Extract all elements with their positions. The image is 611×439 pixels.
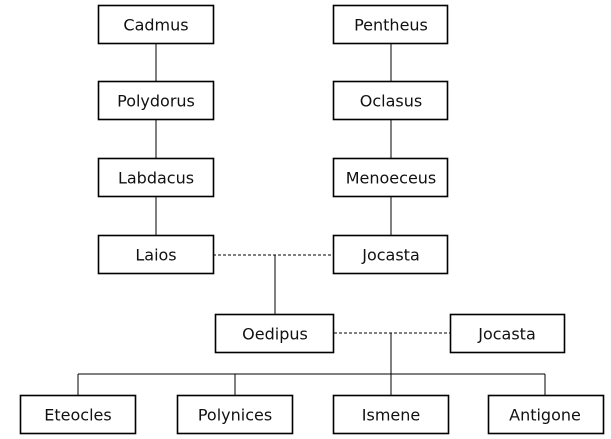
person-node-cadmus: Cadmus — [97, 4, 215, 45]
person-node-jocasta-spouse: Jocasta — [449, 313, 566, 354]
person-node-labdacus: Labdacus — [97, 157, 215, 198]
person-name: Laios — [135, 246, 176, 265]
person-name: Polydorus — [117, 92, 195, 111]
connector-lines — [77, 43, 546, 395]
person-name: Labdacus — [118, 169, 194, 188]
person-name: Antigone — [509, 406, 581, 425]
person-name: Polynices — [198, 406, 272, 425]
person-name: Ismene — [362, 406, 420, 425]
person-node-oclasus: Oclasus — [332, 80, 449, 121]
person-name: Cadmus — [123, 16, 188, 35]
person-node-antigone: Antigone — [487, 394, 605, 435]
person-node-jocasta: Jocasta — [332, 234, 449, 275]
person-box — [97, 4, 215, 45]
person-box — [332, 394, 450, 435]
person-name: Oedipus — [242, 325, 308, 344]
person-box — [19, 394, 137, 435]
person-node-eteocles: Eteocles — [19, 394, 137, 435]
person-box — [332, 80, 449, 121]
person-node-pentheus: Pentheus — [332, 4, 449, 45]
person-box — [332, 234, 449, 275]
person-box — [97, 157, 215, 198]
person-box — [97, 80, 215, 121]
person-box — [487, 394, 605, 435]
person-box — [97, 234, 215, 275]
person-box — [332, 157, 449, 198]
person-box — [449, 313, 566, 354]
person-name: Menoeceus — [346, 169, 437, 188]
person-name: Jocasta — [477, 325, 536, 344]
person-node-oedipus: Oedipus — [214, 313, 335, 354]
person-node-menoeceus: Menoeceus — [332, 157, 449, 198]
person-name: Oclasus — [360, 92, 422, 111]
person-name: Eteocles — [44, 406, 111, 425]
person-box — [332, 4, 449, 45]
person-box — [214, 313, 335, 354]
person-node-laios: Laios — [97, 234, 215, 275]
person-name: Pentheus — [354, 16, 428, 35]
person-box — [176, 394, 294, 435]
person-node-polynices: Polynices — [176, 394, 294, 435]
person-node-ismene: Ismene — [332, 394, 450, 435]
person-node-polydorus: Polydorus — [97, 80, 215, 121]
person-name: Jocasta — [361, 246, 420, 265]
